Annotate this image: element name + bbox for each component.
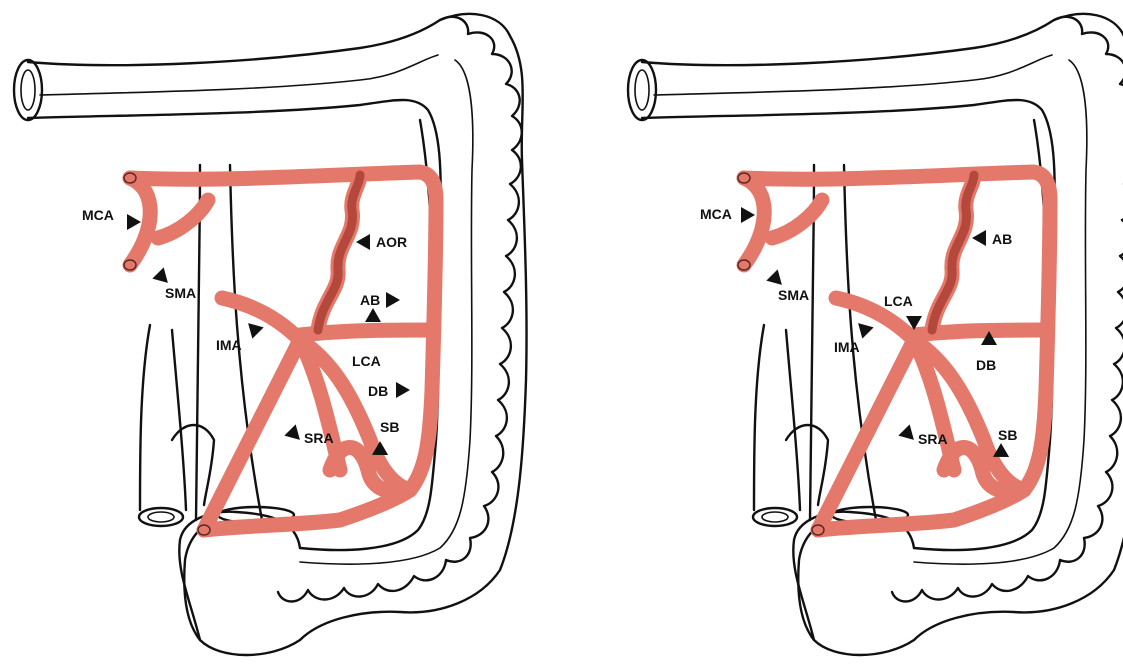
db-arrow-icon bbox=[396, 382, 410, 398]
label-sb: SB bbox=[380, 419, 399, 435]
vessel-network bbox=[124, 172, 436, 535]
label-sra: SRA bbox=[918, 431, 948, 447]
label-mca: MCA bbox=[700, 206, 732, 222]
vessel-network bbox=[738, 172, 1050, 535]
label-sma: SMA bbox=[165, 285, 196, 301]
sra-arrow-icon bbox=[898, 424, 919, 445]
ima-arrow-icon bbox=[242, 317, 263, 338]
mca-arrow-icon bbox=[741, 207, 755, 223]
label-lca: LCA bbox=[884, 293, 913, 309]
label-ab: AB bbox=[360, 292, 380, 308]
label-sb: SB bbox=[998, 427, 1017, 443]
ab-arrow-icon bbox=[386, 292, 400, 308]
label-db: DB bbox=[976, 357, 996, 373]
ab-arrow-icon bbox=[972, 230, 986, 246]
label-ima: IMA bbox=[834, 339, 860, 355]
sra-arrow-icon bbox=[284, 424, 305, 445]
label-mca: MCA bbox=[82, 207, 114, 223]
label-lca: LCA bbox=[352, 353, 381, 369]
aor-arrow-icon bbox=[356, 234, 370, 250]
label-aor: AOR bbox=[376, 234, 407, 250]
ima-arrow-icon bbox=[852, 317, 873, 338]
label-ab: AB bbox=[992, 231, 1012, 247]
right-panel: MCA SMA IMA SRA AB LCA DB SB bbox=[628, 14, 1123, 655]
label-db: DB bbox=[368, 383, 388, 399]
label-ima: IMA bbox=[216, 337, 242, 353]
colon-outline bbox=[14, 14, 527, 655]
label-sma: SMA bbox=[778, 287, 809, 303]
mca-arrow-icon bbox=[127, 214, 141, 230]
left-panel: MCA SMA IMA SRA AOR AB LCA DB SB bbox=[14, 14, 527, 655]
lca-arrow-icon bbox=[365, 308, 381, 322]
label-sra: SRA bbox=[304, 430, 334, 446]
